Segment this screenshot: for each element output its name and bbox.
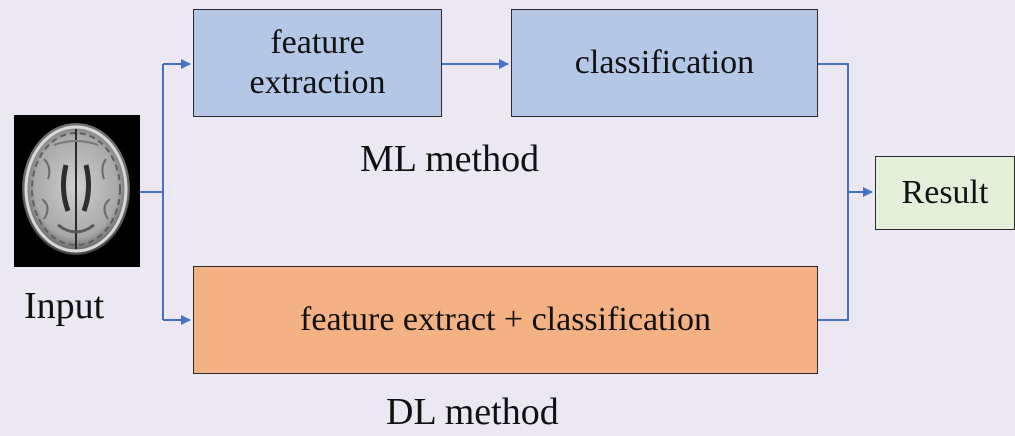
feature-extraction-box: feature extraction xyxy=(193,9,442,117)
dl-combined-box: feature extract + classification xyxy=(193,266,818,374)
brain-icon xyxy=(22,123,130,255)
input-label: Input xyxy=(24,285,105,327)
result-box: Result xyxy=(875,156,1015,230)
classification-box: classification xyxy=(511,9,818,117)
dl-to-merge xyxy=(818,192,849,321)
input-mri-image xyxy=(14,115,140,267)
dl-method-label: DL method xyxy=(386,391,559,433)
ml-to-merge xyxy=(818,63,849,192)
ml-method-label: ML method xyxy=(360,138,540,180)
